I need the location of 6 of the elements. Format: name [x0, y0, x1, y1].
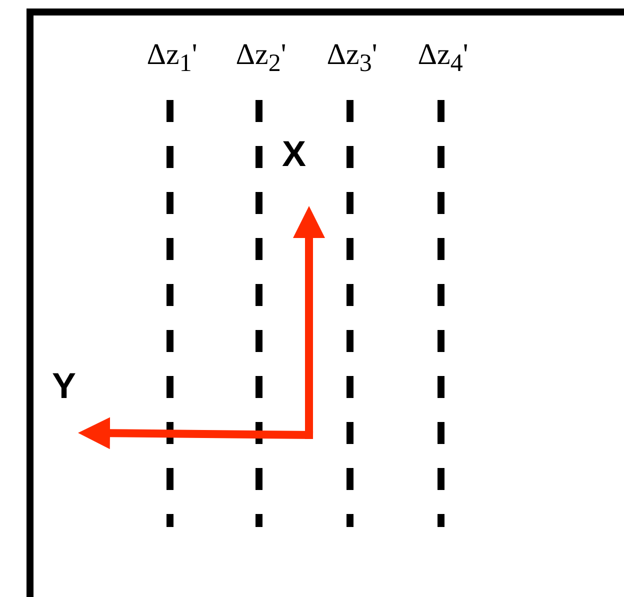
axis-label: Δz$_{2}$' — [236, 40, 286, 76]
axis-label: X — [282, 136, 306, 172]
axis-label: Δz$_{1}$' — [146, 40, 198, 76]
axis-label: Δz$_{4}$' — [418, 40, 468, 76]
axis-label: Y — [52, 368, 76, 404]
axis-label: Δz$_{3}$' — [326, 40, 378, 76]
